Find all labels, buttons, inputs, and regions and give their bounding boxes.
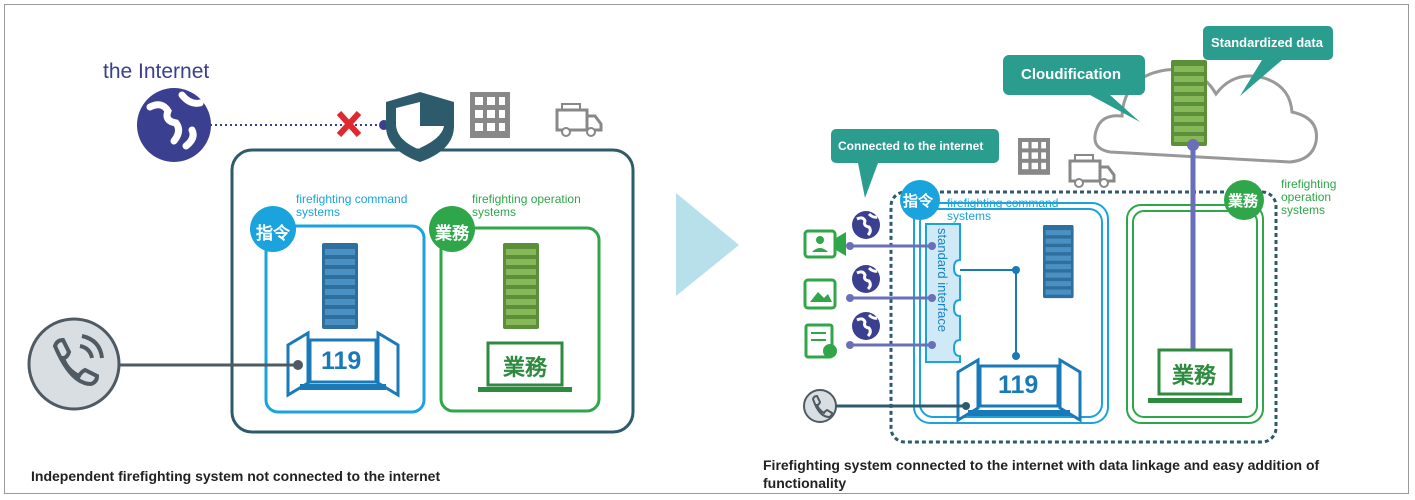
right-command-label: firefighting command systems [947, 196, 1059, 223]
left-internet-globe-icon [137, 88, 211, 162]
globe-icon [850, 310, 882, 342]
right-command-box [913, 202, 1109, 424]
left-operation-server-icon [503, 243, 539, 329]
right-command-kanji: 指令 [903, 193, 934, 210]
transition-arrow [676, 193, 739, 296]
left-command-box [264, 224, 426, 414]
left-command-server-icon [322, 243, 358, 329]
right-caption: Firefighting system connected to the int… [763, 457, 1320, 491]
left-119-number: 119 [321, 347, 362, 375]
right-operation-label: firefighting operation systems [1281, 177, 1337, 217]
left-operation-label: firefighting operation systems [472, 192, 581, 219]
blocked-x-icon [336, 110, 362, 138]
left-operation-badge [429, 206, 475, 252]
globe-icon [850, 263, 882, 295]
right-phone-icon [803, 389, 837, 423]
standard-interface-label: standard interface [935, 228, 950, 333]
building-icon [1018, 138, 1050, 175]
cloud-server-icon [1171, 60, 1207, 146]
connected-internet-bubble [831, 129, 999, 198]
globe-icon [850, 209, 882, 241]
figure-frame [4, 4, 1409, 494]
left-phone-icon [27, 317, 121, 411]
left-operation-laptop-icon [478, 341, 572, 392]
standard-interface-bar [925, 223, 961, 363]
video-call-icon [803, 229, 846, 259]
right-operation-laptop-icon [1148, 348, 1242, 403]
right-command-badge [900, 180, 940, 220]
image-icon [803, 278, 837, 310]
right-operation-badge [1224, 180, 1264, 220]
right-operation-kanji: 業務 [1228, 193, 1259, 210]
left-laptop-label: 業務 [503, 355, 548, 380]
left-command-label: firefighting command systems [296, 192, 408, 219]
left-system-boundary [230, 148, 635, 434]
document-user-icon [804, 323, 837, 359]
right-command-server-icon [1043, 225, 1074, 299]
fire-truck-icon [555, 102, 603, 138]
right-system-boundary [889, 190, 1278, 444]
left-command-badge [250, 206, 296, 252]
internet-label: the Internet [103, 60, 210, 83]
standardized-data-label: Standardized data [1211, 35, 1323, 50]
left-caption: Independent firefighting system not conn… [31, 468, 441, 484]
interface-server-link [960, 269, 1017, 356]
connected-internet-label: Connected to the internet [838, 139, 984, 153]
fire-truck-icon [1068, 153, 1116, 189]
right-laptop-label: 業務 [1172, 363, 1217, 388]
cloudification-bubble [1003, 55, 1145, 122]
left-command-kanji: 指令 [256, 224, 290, 243]
building-icon [470, 92, 510, 138]
right-119-console [956, 357, 1082, 423]
left-operation-box [439, 226, 601, 413]
right-119-number: 119 [998, 371, 1039, 399]
security-shield-icon [386, 92, 454, 162]
external-input-links [846, 242, 936, 349]
left-operation-kanji: 業務 [435, 224, 469, 243]
left-119-console [286, 330, 400, 398]
standardized-data-bubble [1203, 26, 1333, 96]
cloudification-label: Cloudification [1021, 66, 1121, 83]
